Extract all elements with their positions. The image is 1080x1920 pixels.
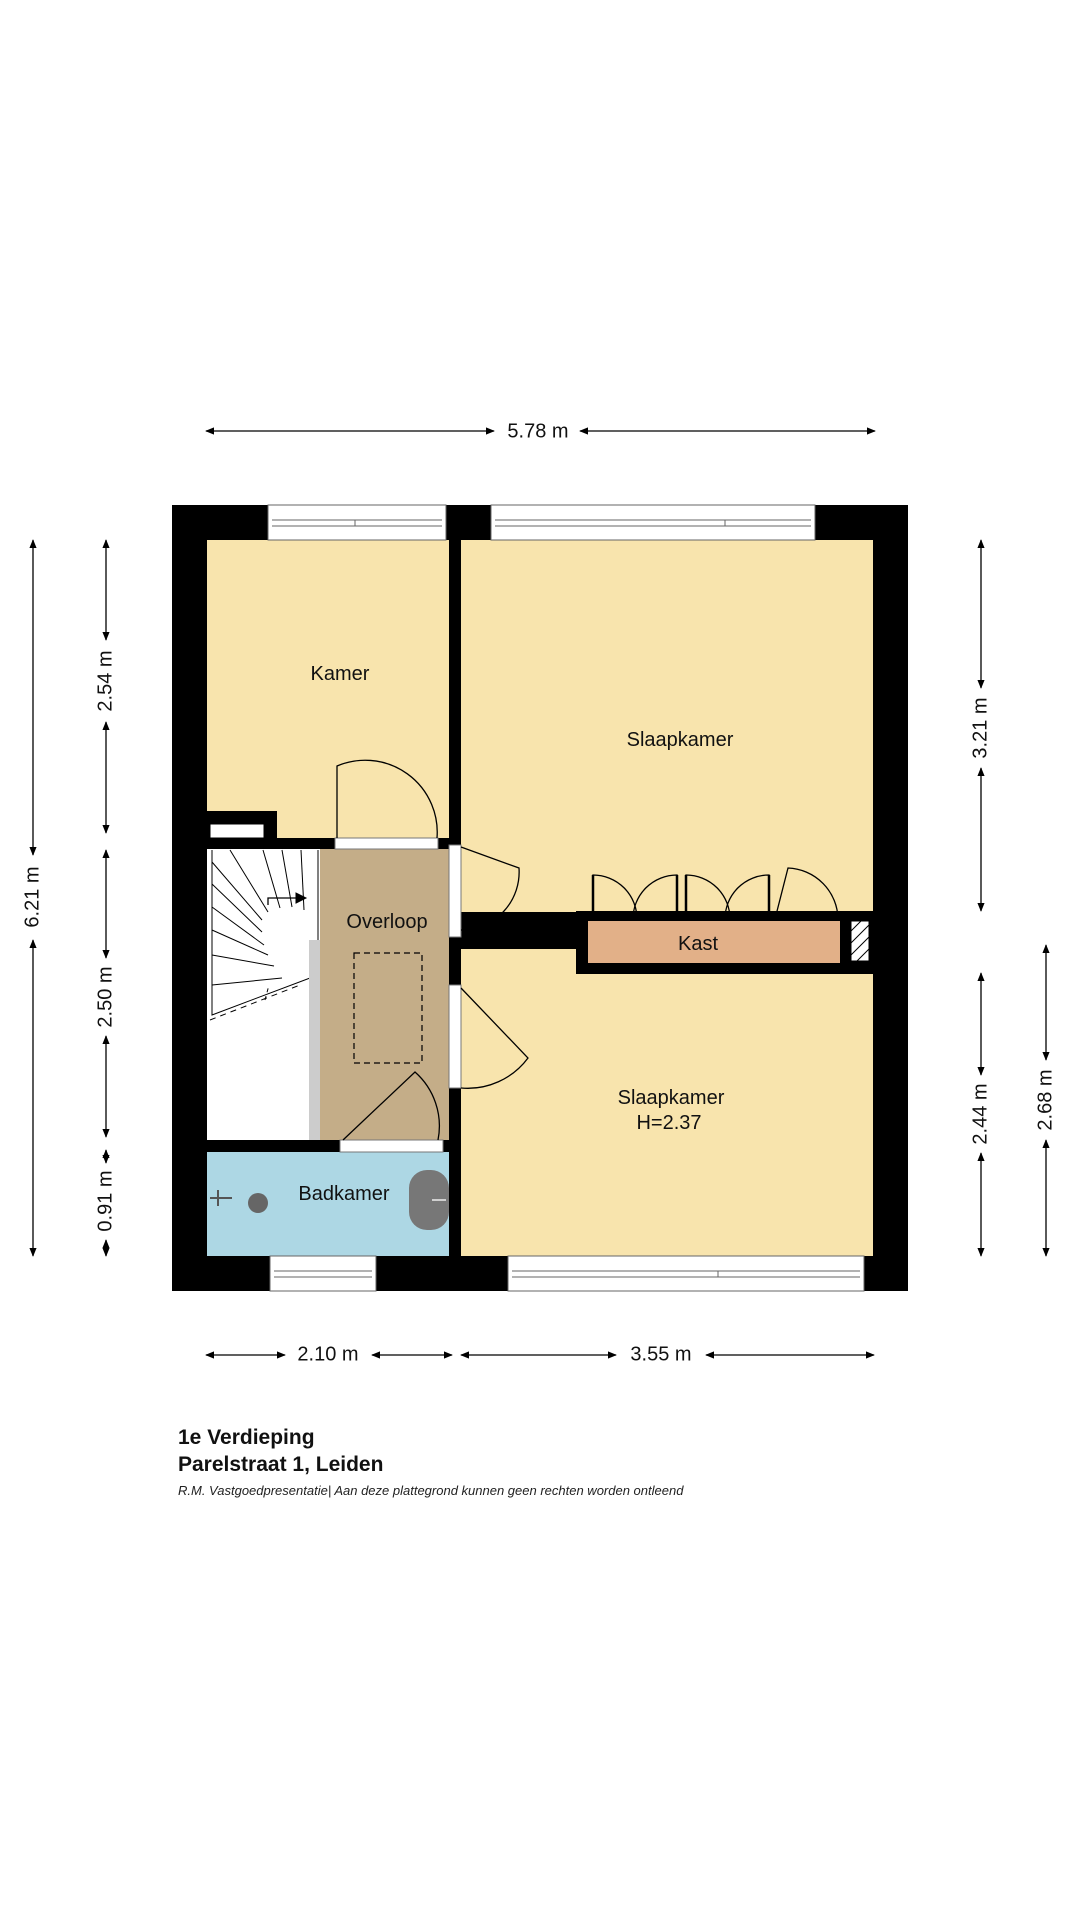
dim-slaapkamer-bottom-depth: 2.44 m <box>969 1083 991 1144</box>
closet-door-leaves <box>591 875 771 919</box>
room-height-label: H=2.37 <box>636 1112 701 1134</box>
closet-door-3 <box>685 874 731 920</box>
address: Parelstraat 1, Leiden <box>178 1453 384 1476</box>
dim-right-width: 3.55 m <box>630 1343 691 1365</box>
shower-icon <box>210 1190 268 1213</box>
dim-total-width: 5.78 m <box>507 420 568 442</box>
disclaimer: R.M. Vastgoedpresentatie| Aan deze platt… <box>178 1483 684 1498</box>
dim-badkamer-depth: 0.91 m <box>94 1170 116 1231</box>
dim-right-section-depth: 2.68 m <box>1034 1069 1056 1130</box>
room-badkamer <box>207 1152 449 1256</box>
room-label-badkamer: Badkamer <box>298 1183 389 1205</box>
attic-hatch <box>353 952 423 1064</box>
door-swing-slaapkamer-bottom <box>460 987 529 1089</box>
room-label-slaapkamer-bottom: Slaapkamer <box>618 1087 725 1109</box>
window-kamer <box>267 504 447 541</box>
room-slaapkamer-bottom <box>461 949 873 1256</box>
dim-total-depth: 6.21 m <box>21 866 43 927</box>
door-opening-badkamer <box>339 1139 444 1153</box>
room-label-kast: Kast <box>678 933 718 955</box>
door-opening-slaapkamer-top <box>448 844 462 938</box>
door-opening-kamer <box>334 837 439 850</box>
room-label-slaapkamer-top: Slaapkamer <box>627 729 734 751</box>
room-label-kamer: Kamer <box>311 663 370 685</box>
room-label-overloop: Overloop <box>346 911 427 933</box>
dim-left-width: 2.10 m <box>297 1343 358 1365</box>
door-opening-slaapkamer-bottom <box>448 984 462 1089</box>
staircase <box>209 849 320 1140</box>
door-swing-badkamer <box>342 1071 441 1141</box>
window-badkamer <box>269 1255 377 1292</box>
closet-door-5 <box>774 867 839 920</box>
floor-title: 1e Verdieping <box>178 1426 315 1449</box>
closet-kast <box>588 921 840 963</box>
room-slaapkamer-top <box>461 540 873 912</box>
room-overloop <box>320 849 449 1140</box>
dim-slaapkamer-top-depth: 3.21 m <box>969 697 991 758</box>
dim-kamer-depth: 2.54 m <box>94 650 116 711</box>
window-slaapkamer-top <box>490 504 816 541</box>
sink-icon <box>409 1170 449 1230</box>
wall-kamer-bottom <box>207 838 449 849</box>
closet-door-2 <box>632 874 678 920</box>
shaft-small <box>209 823 265 839</box>
wall-bedroom-divider <box>449 937 579 949</box>
closet-door-1 <box>592 874 638 920</box>
dim-overloop-depth: 2.50 m <box>94 966 116 1027</box>
room-kamer <box>207 540 449 840</box>
shaft-hatch <box>850 920 870 962</box>
door-swing-kamer <box>336 759 438 839</box>
door-swing-slaapkamer-top <box>460 846 520 931</box>
closet-door-4 <box>724 874 770 920</box>
window-slaapkamer-bottom <box>507 1255 865 1292</box>
